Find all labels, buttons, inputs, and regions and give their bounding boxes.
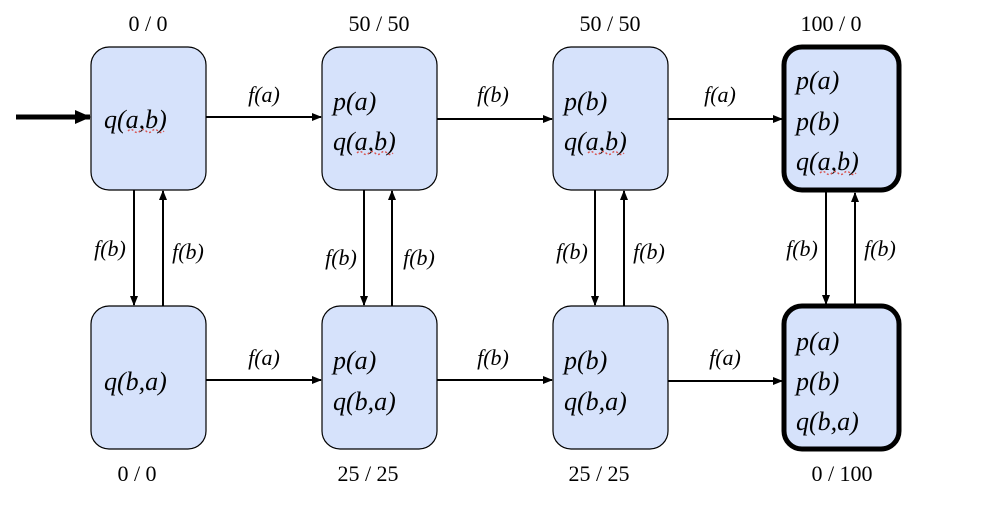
transition-label: f(b) [403,245,435,270]
transition-label: f(b) [477,82,509,107]
state-term: q(b,a) [104,367,167,396]
transition-label: f(a) [709,345,741,370]
transition-label: f(b) [864,236,896,261]
state-term: q(a,b) [564,127,627,156]
transition-label: f(b) [172,239,204,264]
spellcheck-underline [356,150,394,156]
state-term: q(b,a) [796,407,859,436]
state-term: p(b) [794,107,839,136]
transition-label: f(b) [786,236,818,261]
state-term: q(b,a) [564,387,627,416]
state-score: 100 / 0 [800,11,861,36]
state-term: p(a) [794,327,839,356]
spellcheck-underline [819,170,857,176]
state-score: 0 / 0 [128,11,167,36]
state-score: 50 / 50 [348,11,409,36]
spellcheck-underline [587,150,625,156]
transition-label: f(b) [556,239,588,264]
state-term: q(a,b) [104,105,167,134]
state-node-s4 [781,44,902,193]
state-score: 25 / 25 [568,461,629,486]
transition-label: f(b) [633,239,665,264]
state-score: 25 / 25 [337,461,398,486]
state-term: p(a) [331,346,376,375]
state-node-s1 [90,46,207,191]
state-node-s2 [321,46,438,191]
transition-label: f(b) [94,236,126,261]
state-node-s5 [90,305,207,450]
state-node-s3 [552,46,669,191]
state-score: 0 / 100 [811,461,872,486]
transition-label: f(a) [248,345,280,370]
state-term: p(b) [562,87,607,116]
transition-label: f(a) [248,82,280,107]
state-term: q(b,a) [333,387,396,416]
transition-label: f(b) [325,245,357,270]
state-term: p(a) [794,66,839,95]
state-score: 0 / 0 [117,461,156,486]
state-node-s6 [321,305,438,450]
state-node-s7 [552,305,669,450]
spellcheck-underline [127,128,165,134]
state-score: 50 / 50 [579,11,640,36]
state-node-s8 [781,303,902,452]
transition-label: f(b) [477,345,509,370]
state-term: p(b) [562,346,607,375]
state-term: q(a,b) [796,147,859,176]
transition-label: f(a) [704,82,736,107]
state-term: p(a) [331,87,376,116]
state-term: q(a,b) [333,127,396,156]
state-term: p(b) [794,367,839,396]
